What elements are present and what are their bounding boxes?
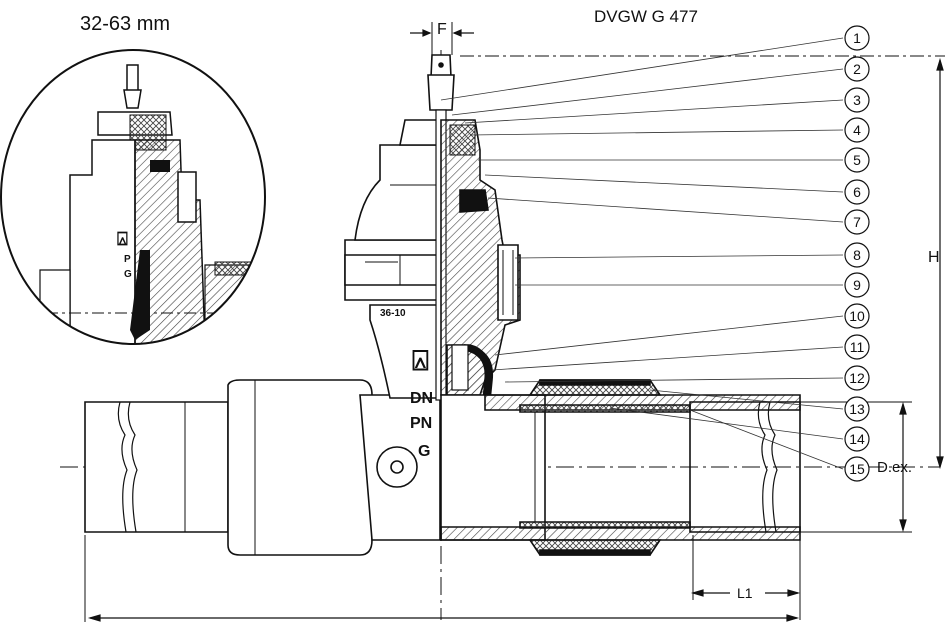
callout-6: 6 bbox=[844, 179, 870, 205]
dimension-f bbox=[410, 22, 474, 55]
standard-label: DVGW G 477 bbox=[594, 7, 698, 26]
main-valve bbox=[60, 50, 940, 620]
body-logo: ⍓ bbox=[412, 345, 429, 376]
svg-text:6: 6 bbox=[853, 184, 861, 200]
callout-2: 2 bbox=[844, 56, 870, 82]
pn-mark: PN bbox=[410, 415, 432, 432]
svg-text:7: 7 bbox=[853, 214, 861, 230]
callout-leaders bbox=[440, 37, 844, 470]
callout-4: 4 bbox=[844, 117, 870, 143]
size-range-label: 32-63 mm bbox=[80, 13, 170, 35]
dimension-f-label: F bbox=[437, 21, 447, 38]
dimension-dex-label: D.ex. bbox=[877, 459, 912, 476]
callout-9: 9 bbox=[844, 272, 870, 298]
callout-5: 5 bbox=[844, 147, 870, 173]
svg-text:11: 11 bbox=[850, 339, 865, 355]
callout-15: 15 bbox=[844, 456, 870, 482]
svg-text:15: 15 bbox=[849, 461, 865, 477]
svg-text:9: 9 bbox=[853, 277, 861, 293]
svg-text:4: 4 bbox=[853, 122, 861, 138]
callout-13: 13 bbox=[844, 396, 870, 422]
svg-text:8: 8 bbox=[853, 247, 861, 263]
callout-8: 8 bbox=[844, 242, 870, 268]
dimension-overall-length bbox=[84, 535, 800, 622]
dimension-h bbox=[460, 55, 945, 470]
inset-p-mark: P bbox=[124, 254, 131, 265]
svg-text:10: 10 bbox=[849, 308, 865, 324]
dimension-l1-label: L1 bbox=[737, 585, 753, 601]
callout-14: 14 bbox=[844, 426, 870, 452]
callout-12: 12 bbox=[844, 365, 870, 391]
callout-list: 1 2 3 4 5 6 7 8 9 10 11 12 13 14 15 bbox=[844, 25, 870, 482]
svg-text:3: 3 bbox=[853, 92, 861, 108]
g-mark: G bbox=[418, 443, 430, 460]
svg-text:2: 2 bbox=[853, 61, 861, 77]
svg-text:13: 13 bbox=[849, 401, 865, 417]
inset-logo: ⍓ bbox=[117, 229, 128, 249]
inset-g-mark: G bbox=[124, 269, 132, 280]
callout-11: 11 bbox=[844, 334, 870, 360]
svg-text:1: 1 bbox=[853, 30, 861, 46]
dn-mark: DN bbox=[410, 390, 433, 407]
svg-text:12: 12 bbox=[849, 370, 865, 386]
callout-1: 1 bbox=[844, 25, 870, 51]
callout-3: 3 bbox=[844, 87, 870, 113]
casting-code: 36-10 bbox=[380, 308, 406, 319]
callout-10: 10 bbox=[844, 303, 870, 329]
dimension-h-label: H bbox=[928, 249, 940, 266]
inset-detail: ⍓ P G bbox=[0, 49, 266, 345]
dimension-l1 bbox=[690, 535, 801, 600]
svg-text:14: 14 bbox=[849, 431, 865, 447]
svg-text:5: 5 bbox=[853, 152, 861, 168]
callout-7: 7 bbox=[844, 209, 870, 235]
